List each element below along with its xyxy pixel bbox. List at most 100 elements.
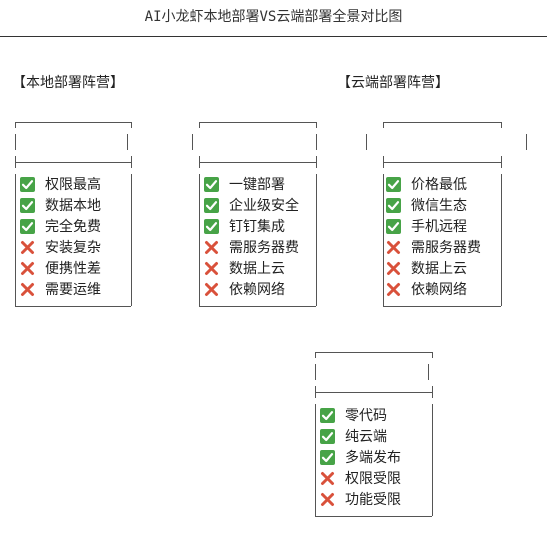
check-mark-icon: [204, 219, 219, 234]
list-item-text: 纯云端: [345, 429, 387, 445]
box-corner-tick: [383, 122, 384, 128]
list-item-text: 数据上云: [229, 261, 285, 277]
list-item: 数据上云: [204, 259, 285, 279]
list-item: 功能受限: [320, 490, 401, 510]
list-item: 数据上云: [386, 259, 467, 279]
cross-mark-icon: [204, 240, 219, 255]
check-mark-icon: [320, 429, 335, 444]
list-item: 需服务器费: [386, 238, 481, 258]
title-divider: [0, 36, 547, 37]
list-item-text: 需服务器费: [411, 240, 481, 256]
box-corner-tick: [432, 352, 433, 358]
box-top-border: [315, 352, 432, 353]
box-title-divider: [199, 162, 316, 163]
box-corner-tick: [383, 156, 384, 168]
box-title-side-bar: [316, 134, 317, 150]
box-top-border: [383, 122, 501, 123]
camp-label-cloud: 云端部署阵营: [337, 72, 449, 92]
box-corner-tick: [315, 352, 316, 358]
list-item: 权限受限: [320, 469, 401, 489]
box-corner-tick: [15, 156, 16, 168]
check-mark-icon: [20, 177, 35, 192]
box-title-divider: [383, 162, 501, 163]
box-title-side-bar: [192, 134, 193, 150]
box-corner-tick: [316, 156, 317, 168]
cross-mark-icon: [386, 282, 401, 297]
box-corner-tick: [501, 122, 502, 128]
check-mark-icon: [386, 198, 401, 213]
box-corner-tick: [15, 122, 16, 128]
check-mark-icon: [320, 408, 335, 423]
list-item: 依赖网络: [386, 280, 467, 300]
list-item: 权限最高: [20, 175, 101, 195]
cross-mark-icon: [20, 240, 35, 255]
list-item-text: 功能受限: [345, 492, 401, 508]
box-top-border: [199, 122, 316, 123]
list-item: 需服务器费: [204, 238, 299, 258]
list-item: 安装复杂: [20, 238, 101, 258]
list-item: 依赖网络: [204, 280, 285, 300]
list-item: 一键部署: [204, 175, 285, 195]
cross-mark-icon: [204, 261, 219, 276]
list-item: 需要运维: [20, 280, 101, 300]
box-right-border: [432, 404, 433, 516]
cross-mark-icon: [320, 471, 335, 486]
list-item: 完全免费: [20, 217, 101, 237]
cross-mark-icon: [20, 282, 35, 297]
list-item: 纯云端: [320, 427, 387, 447]
box-corner-tick: [432, 386, 433, 398]
box-corner-tick: [501, 156, 502, 168]
box-corner-tick: [316, 122, 317, 128]
box-title-side-bar: [526, 134, 527, 150]
list-item-text: 需要运维: [45, 282, 101, 298]
list-item-text: 依赖网络: [411, 282, 467, 298]
cross-mark-icon: [320, 492, 335, 507]
list-item-text: 权限最高: [45, 177, 101, 193]
box-right-border: [131, 174, 132, 306]
box-corner-tick: [131, 122, 132, 128]
list-item: 手机远程: [386, 217, 467, 237]
box-corner-tick: [131, 156, 132, 168]
list-item-text: 依赖网络: [229, 282, 285, 298]
list-item-text: 一键部署: [229, 177, 285, 193]
list-item: 便携性差: [20, 259, 101, 279]
box-bottom-border: [315, 516, 432, 517]
list-item: 数据本地: [20, 196, 101, 216]
list-item-text: 安装复杂: [45, 240, 101, 256]
box-bottom-border: [383, 306, 501, 307]
list-item: 价格最低: [386, 175, 467, 195]
box-right-border: [501, 174, 502, 306]
check-mark-icon: [386, 177, 401, 192]
box-title-side-bar: [428, 364, 429, 380]
box-top-border: [15, 122, 131, 123]
box-bottom-border: [15, 306, 131, 307]
list-item-text: 手机远程: [411, 219, 467, 235]
list-item-text: 微信生态: [411, 198, 467, 214]
list-item: 钉钉集成: [204, 217, 285, 237]
list-item-text: 完全免费: [45, 219, 101, 235]
box-right-border: [316, 174, 317, 306]
list-item-text: 企业级安全: [229, 198, 299, 214]
list-item: 零代码: [320, 406, 387, 426]
box-corner-tick: [199, 122, 200, 128]
check-mark-icon: [386, 219, 401, 234]
check-mark-icon: [204, 198, 219, 213]
box-title-divider: [15, 162, 131, 163]
list-item-text: 数据上云: [411, 261, 467, 277]
cross-mark-icon: [386, 261, 401, 276]
list-item-text: 权限受限: [345, 471, 401, 487]
list-item-text: 数据本地: [45, 198, 101, 214]
list-item-text: 便携性差: [45, 261, 101, 277]
box-left-border: [383, 174, 384, 306]
list-item-text: 需服务器费: [229, 240, 299, 256]
box-title-side-bar: [15, 134, 16, 150]
diagram-title: AI小龙虾本地部署VS云端部署全景对比图: [144, 9, 403, 25]
box-title-side-bar: [366, 134, 367, 150]
box-corner-tick: [315, 386, 316, 398]
box-left-border: [15, 174, 16, 306]
box-left-border: [199, 174, 200, 306]
list-item: 多端发布: [320, 448, 401, 468]
list-item-text: 多端发布: [345, 450, 401, 466]
box-corner-tick: [199, 156, 200, 168]
